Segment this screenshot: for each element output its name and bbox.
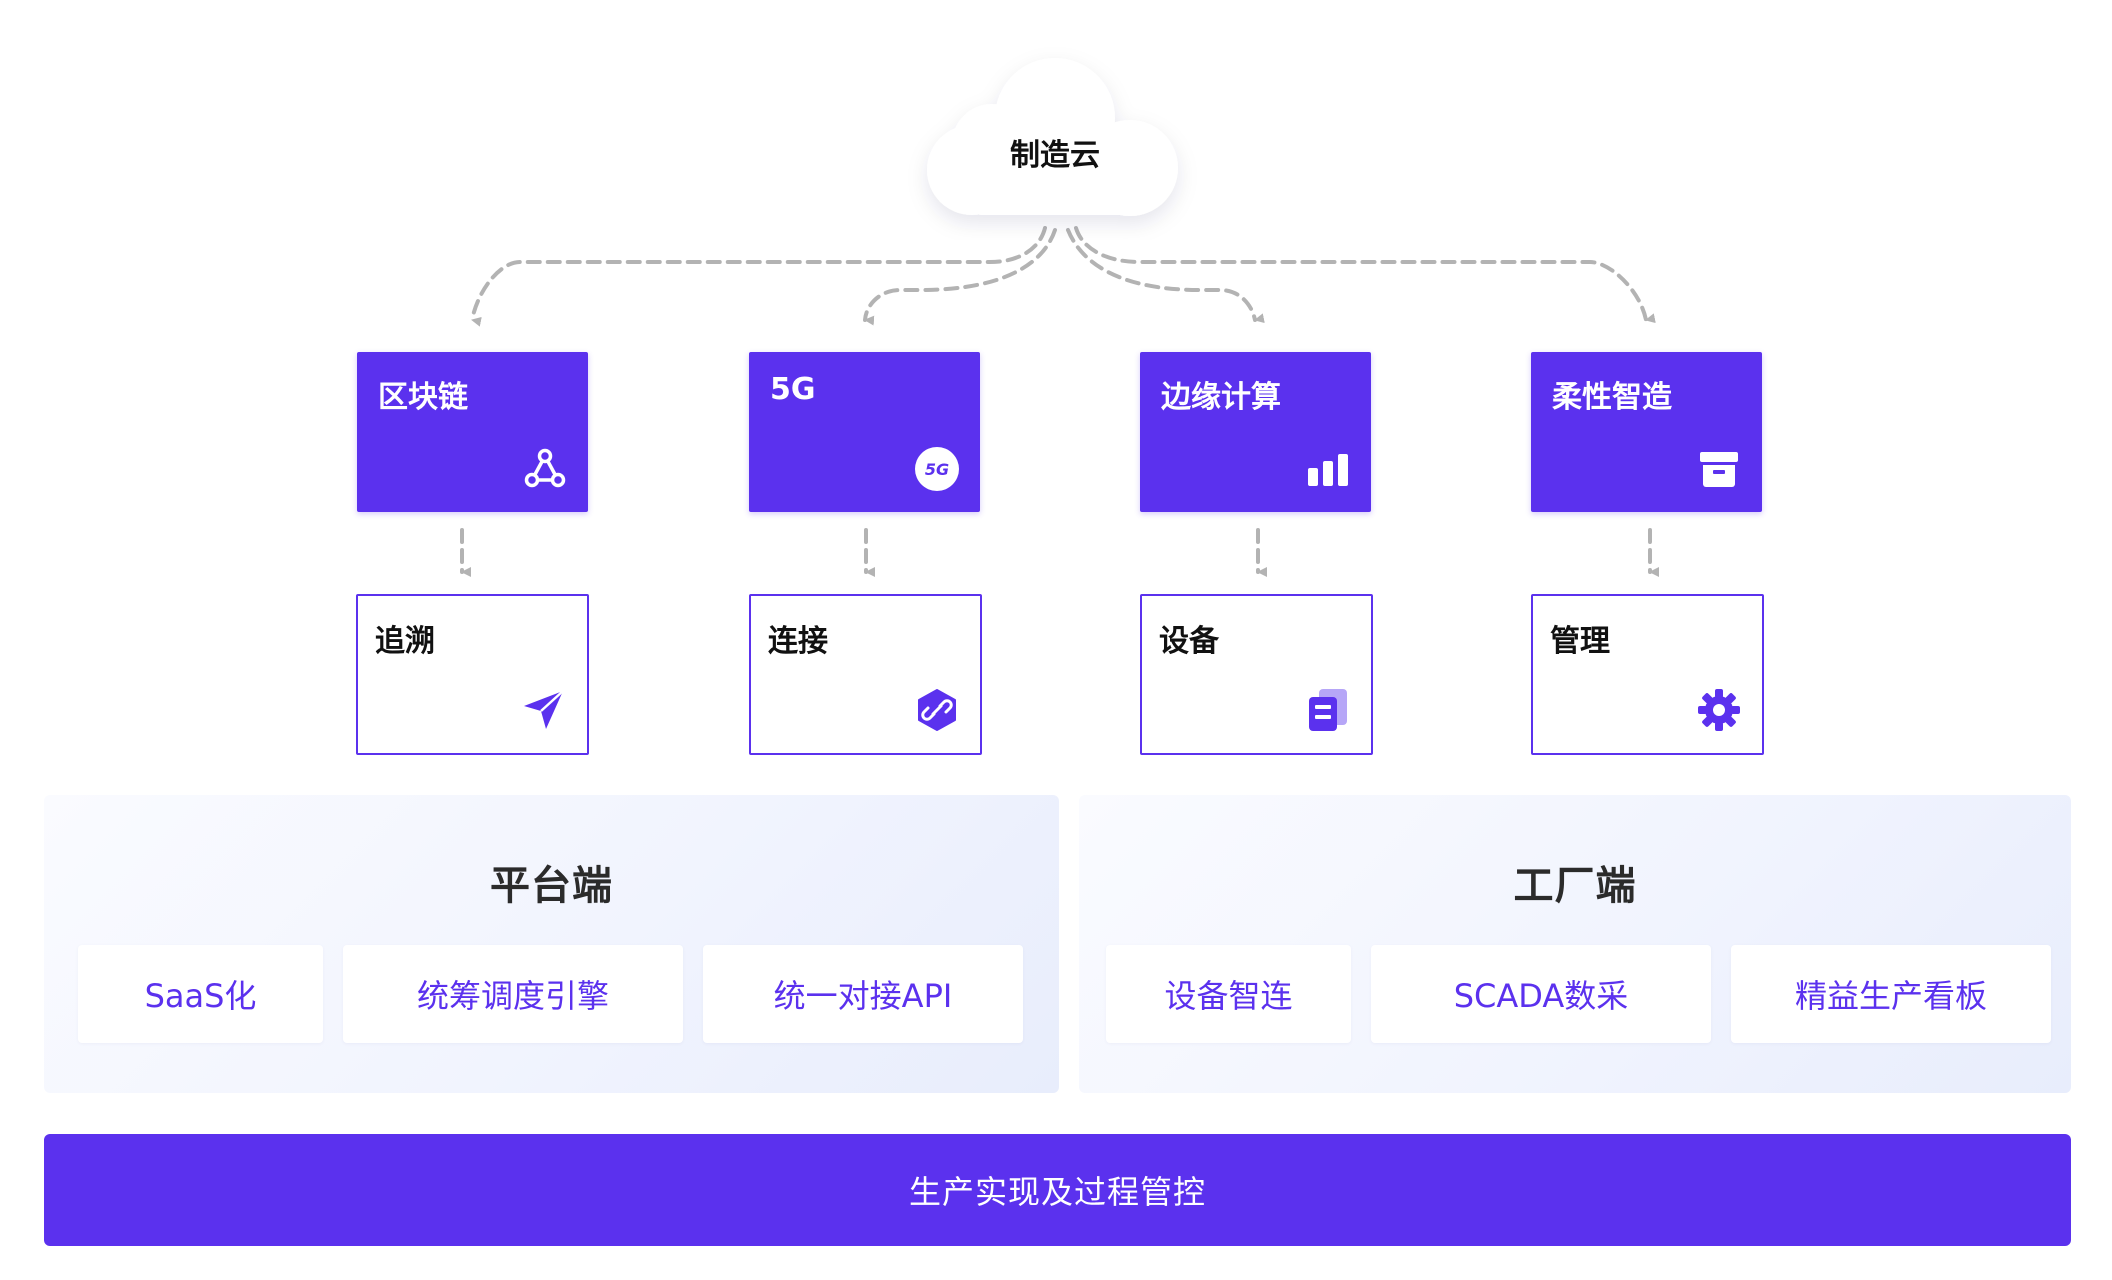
card-connect-label: 连接 <box>768 624 828 659</box>
card-management-label: 管理 <box>1550 624 1610 659</box>
card-edge-label: 边缘计算 <box>1161 380 1281 415</box>
card-blockchain[interactable]: 区块链 <box>357 352 588 512</box>
card-blockchain-label: 区块链 <box>378 380 468 415</box>
factory-item-device-connect[interactable]: 设备智连 <box>1106 945 1351 1043</box>
card-management[interactable]: 管理 <box>1531 594 1764 755</box>
connector-cloud-to-flexible <box>1074 226 1656 324</box>
card-device-label: 设备 <box>1159 624 1219 659</box>
5g-badge-icon: 5G <box>915 447 959 491</box>
connector-cloud-to-blockchain <box>470 226 1047 327</box>
bar-chart-icon <box>1308 454 1348 486</box>
blockchain-nodes-icon <box>524 448 566 488</box>
card-flexible-manufacturing[interactable]: 柔性智造 <box>1531 352 1762 512</box>
card-5g-label: 5G <box>770 372 816 407</box>
production-control-bar[interactable]: 生产实现及过程管控 <box>44 1134 2071 1246</box>
card-edge-computing[interactable]: 边缘计算 <box>1140 352 1371 512</box>
card-trace[interactable]: 追溯 <box>356 594 589 755</box>
factory-item-scada[interactable]: SCADA数采 <box>1371 945 1711 1043</box>
platform-panel: 平台端 SaaS化 统筹调度引擎 统一对接API <box>44 795 1059 1093</box>
factory-panel: 工厂端 设备智连 SCADA数采 精益生产看板 <box>1079 795 2071 1093</box>
card-5g[interactable]: 5G 5G <box>749 352 980 512</box>
platform-item-unified-api[interactable]: 统一对接API <box>703 945 1023 1043</box>
factory-title: 工厂端 <box>1513 863 1637 909</box>
factory-item-lean-dashboard[interactable]: 精益生产看板 <box>1731 945 2051 1043</box>
send-plane-icon <box>524 690 564 729</box>
card-trace-label: 追溯 <box>375 624 435 659</box>
cloud-label: 制造云 <box>1010 138 1100 173</box>
archive-box-icon <box>1700 452 1738 487</box>
connector-cloud-to-5g <box>863 228 1057 326</box>
link-hexagon-icon <box>918 689 956 731</box>
card-device[interactable]: 设备 <box>1140 594 1373 755</box>
gear-icon <box>1698 689 1740 731</box>
platform-title: 平台端 <box>490 863 613 909</box>
5g-badge-text: 5G <box>925 460 949 479</box>
platform-item-scheduling-engine[interactable]: 统筹调度引擎 <box>343 945 683 1043</box>
card-connect[interactable]: 连接 <box>749 594 982 755</box>
device-server-icon <box>1309 689 1347 731</box>
cloud-shape <box>927 58 1178 216</box>
connector-cloud-to-edge <box>1066 228 1265 324</box>
platform-item-saas[interactable]: SaaS化 <box>78 945 323 1043</box>
card-flexible-label: 柔性智造 <box>1552 380 1672 415</box>
